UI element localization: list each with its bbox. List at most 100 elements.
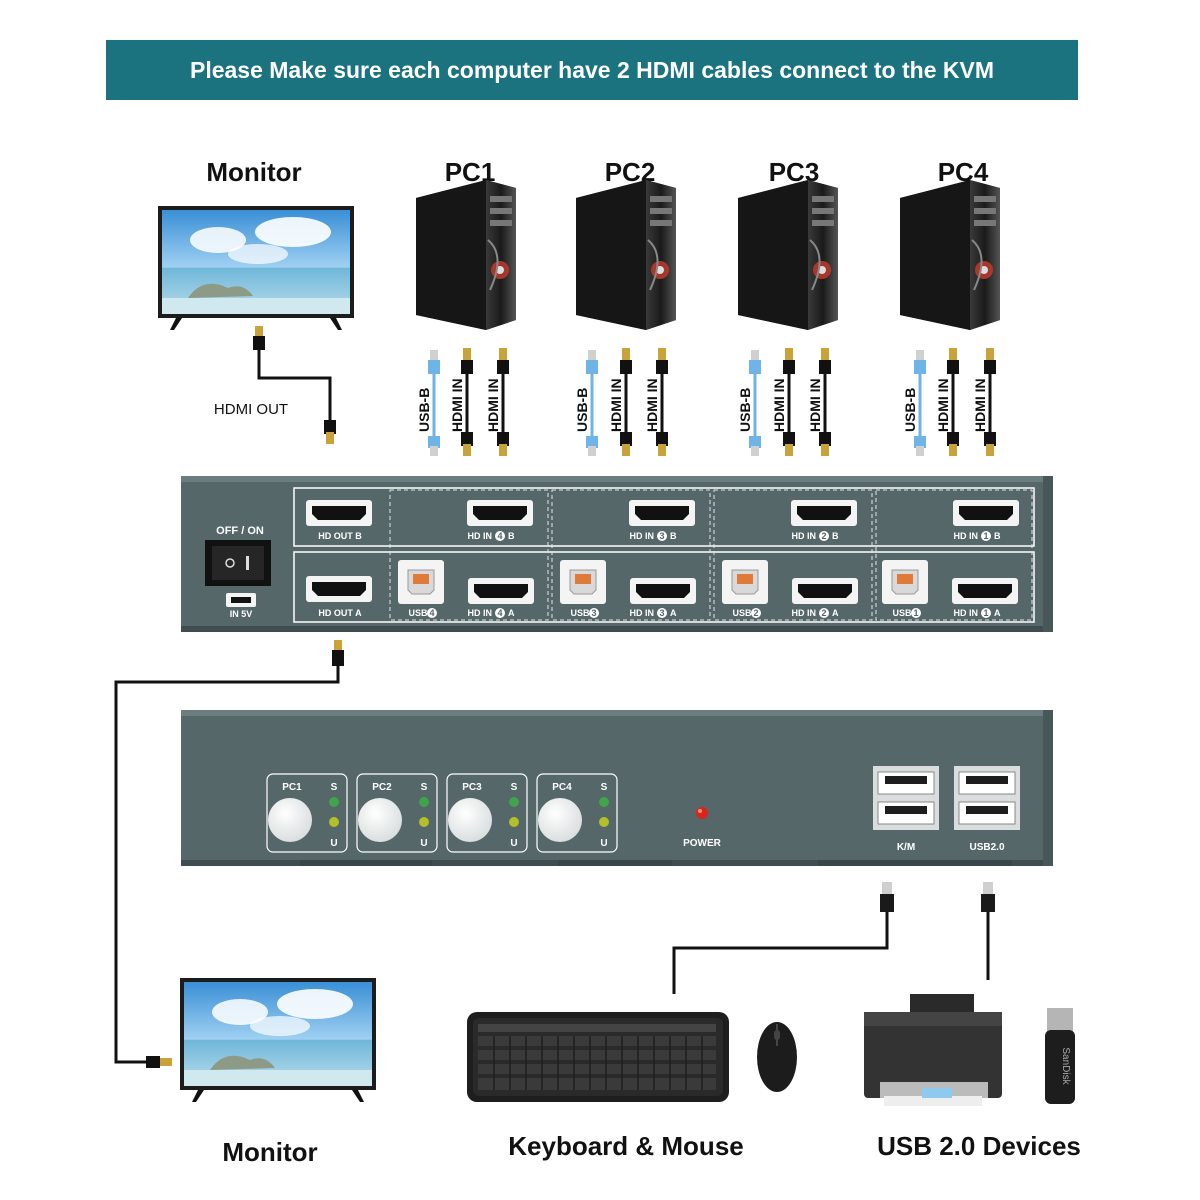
usb-stick-image: SanDisk	[1045, 1008, 1075, 1104]
mouse-image	[757, 1022, 797, 1092]
power-switch[interactable]	[205, 540, 271, 586]
hdmi-out-label: HDMI OUT	[214, 401, 288, 418]
svg-text:1: 1	[913, 608, 918, 618]
hd-in-1-b-label: HD IN 1 B	[954, 531, 1001, 541]
usb-3-label: USB 3	[570, 608, 599, 618]
usb-2-label: USB 2	[732, 608, 761, 618]
pc3-led-u-label: U	[510, 838, 517, 849]
pc4-select-button[interactable]	[538, 798, 582, 842]
pc3-hdmi-in-label-1: HDMI IN	[771, 378, 787, 432]
hd-out-b-port[interactable]	[306, 500, 372, 526]
usb-stick-brand: SanDisk	[1060, 1047, 1071, 1085]
svg-text:A: A	[994, 608, 1001, 618]
power-label: POWER	[683, 838, 722, 849]
pc3-button-label: PC3	[462, 782, 482, 793]
usb-2-port[interactable]	[721, 559, 769, 605]
pc2-hdmi-in-label-2: HDMI IN	[644, 378, 660, 432]
svg-text:B: B	[832, 531, 839, 541]
usb2-label: USB2.0	[969, 842, 1004, 853]
pc4-button-module: PC4 S U	[536, 773, 618, 853]
svg-text:3: 3	[659, 531, 664, 541]
svg-text:1: 1	[983, 608, 988, 618]
km-label: K/M	[897, 842, 915, 853]
hd-in-1-a-port[interactable]	[952, 578, 1018, 604]
usb-1-port[interactable]	[881, 559, 929, 605]
svg-text:B: B	[670, 531, 677, 541]
bottom-monitor-label: Monitor	[222, 1137, 317, 1167]
banner-text: Please Make sure each computer have 2 HD…	[190, 57, 994, 83]
top-monitor-label: Monitor	[206, 157, 301, 187]
pc1-usb-b-label: USB-B	[416, 388, 432, 432]
usb-3-port[interactable]	[559, 559, 607, 605]
hd-in-3-b-port[interactable]	[629, 500, 695, 526]
svg-text:A: A	[508, 608, 515, 618]
hd-in-3-a-label: HD IN 3 A	[630, 608, 677, 618]
pc2-led-u-label: U	[420, 838, 427, 849]
svg-text:A: A	[832, 608, 839, 618]
svg-text:4: 4	[429, 608, 434, 618]
svg-text:4: 4	[497, 608, 502, 618]
in-5v-label: IN 5V	[230, 609, 253, 619]
pc3-led-u	[509, 817, 519, 827]
keyboard-mouse-label: Keyboard & Mouse	[508, 1131, 744, 1161]
banner	[106, 40, 1078, 100]
hd-out-b-label: HD OUT B	[318, 531, 362, 541]
hd-in-4-a-label: HD IN 4 A	[468, 608, 515, 618]
km-usb-ports[interactable]	[872, 765, 940, 831]
hd-in-1-a-label: HD IN 1 A	[954, 608, 1001, 618]
pc2-tower-image	[575, 179, 677, 331]
svg-text:HD IN: HD IN	[630, 531, 655, 541]
pc1-led-u-label: U	[330, 838, 337, 849]
hd-in-2-a-label: HD IN 2 A	[792, 608, 839, 618]
hd-in-4-b-port[interactable]	[467, 500, 533, 526]
svg-text:HD IN: HD IN	[954, 608, 979, 618]
pc2-led-u	[419, 817, 429, 827]
svg-text:HD IN: HD IN	[468, 608, 493, 618]
usb-4-port[interactable]	[397, 559, 445, 605]
svg-text:4: 4	[497, 531, 502, 541]
hd-in-2-b-port[interactable]	[791, 500, 857, 526]
pc4-led-s-label: S	[601, 782, 608, 793]
hd-in-4-a-port[interactable]	[468, 578, 534, 604]
pc4-hdmi-in-label-2: HDMI IN	[972, 378, 988, 432]
usb2-ports[interactable]	[953, 765, 1021, 831]
pc2-hdmi-in-label-1: HDMI IN	[608, 378, 624, 432]
pc4-led-s	[599, 797, 609, 807]
off-on-label: OFF / ON	[216, 525, 264, 537]
pc1-led-s	[329, 797, 339, 807]
power-in-port[interactable]	[226, 593, 256, 607]
svg-text:HD IN: HD IN	[792, 608, 817, 618]
hd-in-2-a-port[interactable]	[792, 578, 858, 604]
svg-text:A: A	[670, 608, 677, 618]
pc3-usb-b-label: USB-B	[737, 388, 753, 432]
hdmi-out-cable	[253, 326, 336, 444]
pc1-led-u	[329, 817, 339, 827]
pc2-led-s	[419, 797, 429, 807]
hd-in-3-a-port[interactable]	[630, 578, 696, 604]
svg-text:2: 2	[821, 531, 826, 541]
pc4-cables: USB-B HDMI IN HDMI IN	[902, 346, 998, 458]
pc2-led-s-label: S	[421, 782, 428, 793]
power-led	[696, 807, 708, 819]
svg-text:3: 3	[591, 608, 596, 618]
hd-out-a-port[interactable]	[306, 576, 372, 602]
svg-text:2: 2	[821, 608, 826, 618]
pc2-usb-b-label: USB-B	[574, 388, 590, 432]
pc2-cables: USB-B HDMI IN HDMI IN	[574, 346, 670, 458]
pc4-hdmi-in-label-1: HDMI IN	[935, 378, 951, 432]
pc1-hdmi-in-label-2: HDMI IN	[485, 378, 501, 432]
pc4-tower-image	[899, 179, 1001, 331]
pc2-select-button[interactable]	[358, 798, 402, 842]
hd-out-a-label: HD OUT A	[318, 608, 362, 618]
pc1-button-label: PC1	[282, 782, 302, 793]
pc1-select-button[interactable]	[268, 798, 312, 842]
svg-text:HD IN: HD IN	[954, 531, 979, 541]
printer-image	[864, 994, 1002, 1106]
pc1-cables: USB-B HDMI IN HDMI IN	[416, 346, 511, 458]
pc3-select-button[interactable]	[448, 798, 492, 842]
hd-in-1-b-port[interactable]	[953, 500, 1019, 526]
svg-text:USB: USB	[408, 608, 428, 618]
pc3-hdmi-in-label-2: HDMI IN	[807, 378, 823, 432]
pc3-led-s	[509, 797, 519, 807]
